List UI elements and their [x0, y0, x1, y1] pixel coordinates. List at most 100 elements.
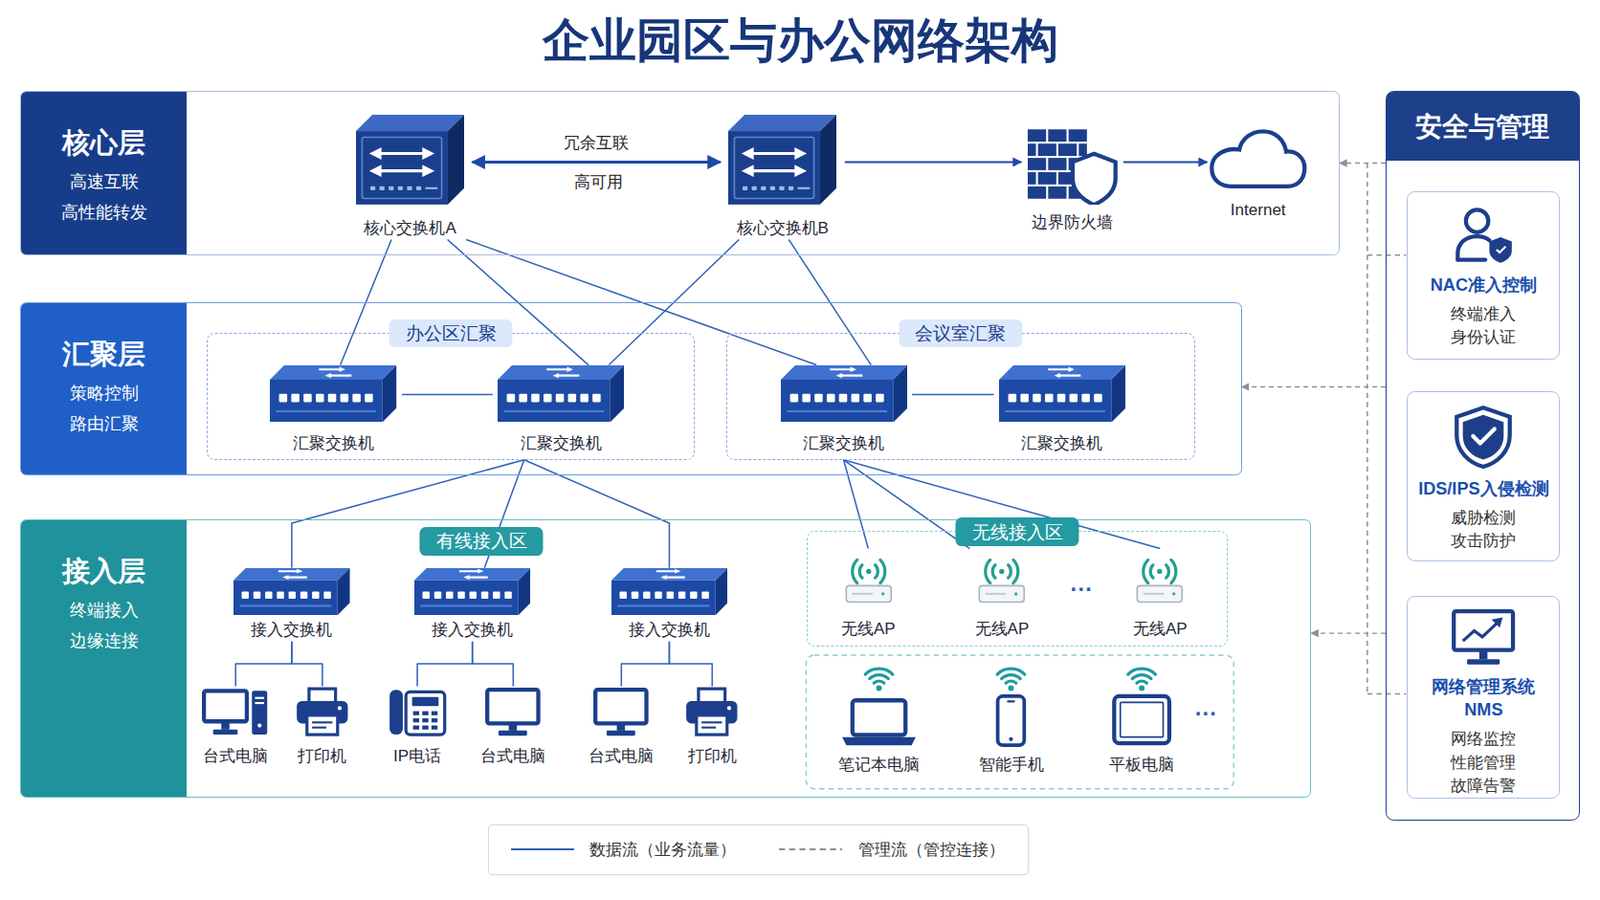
graphic-part — [829, 369, 863, 376]
graphic-part — [488, 689, 539, 724]
graphic-part — [509, 724, 518, 731]
graphic-part — [674, 569, 681, 575]
group-box: 无线接入区无线AP无线AP无线AP — [806, 531, 1227, 646]
graphic-part — [851, 559, 857, 583]
device-node: 接入交换机 — [412, 568, 534, 643]
graphic-part — [727, 706, 732, 711]
graphic-part — [369, 148, 382, 161]
device-label: 台式电脑 — [480, 745, 546, 768]
printer-icon — [684, 687, 740, 738]
graphic-part — [1081, 393, 1090, 402]
device-label: 无线AP — [1133, 618, 1188, 641]
card-body: 威胁检测 攻击防护 — [1444, 507, 1524, 555]
graphic-part — [315, 393, 325, 402]
graphic-part — [873, 681, 885, 684]
graphic-part — [296, 569, 303, 575]
graphic-part — [656, 571, 686, 578]
device-node: 笔记本电脑 — [835, 666, 923, 777]
graphic-part — [1463, 415, 1505, 461]
acc-icon — [233, 568, 351, 616]
graphic-part — [1171, 559, 1177, 583]
graphic-part — [1136, 681, 1148, 684]
graphic-part — [999, 568, 1004, 574]
graphic-part — [779, 186, 785, 191]
graphic-part — [325, 373, 332, 378]
graphic-part — [654, 591, 662, 599]
graphic-part — [1172, 592, 1176, 596]
graphic-part — [845, 585, 891, 602]
card-body: 终端准入 身份认证 — [1444, 303, 1524, 351]
graphic-part — [413, 725, 420, 730]
graphic-part — [1047, 369, 1081, 376]
graphic-part — [434, 591, 442, 599]
ap-icon — [1116, 549, 1203, 607]
graphic-part — [1458, 258, 1487, 263]
function-card: NAC准入控制终端准入 身份认证 — [1406, 191, 1560, 360]
core-icon — [728, 114, 837, 205]
cloud-icon — [1207, 127, 1309, 191]
graphic-part — [866, 568, 871, 574]
device-label: 汇聚交换机 — [802, 432, 885, 455]
management-connector — [1242, 386, 1386, 388]
graphic-part — [459, 571, 489, 578]
graphic-part — [851, 700, 905, 735]
graphic-part — [596, 689, 647, 724]
data-connector — [524, 460, 670, 569]
graphic-part — [611, 580, 716, 616]
graphic-part — [553, 373, 559, 378]
graphic-part — [497, 365, 624, 380]
graphic-part — [255, 702, 266, 705]
graphic-part — [849, 366, 856, 372]
graphic-part — [311, 726, 327, 729]
device-label: 核心交换机A — [363, 217, 456, 240]
graphic-part — [851, 592, 872, 595]
phone-icon — [387, 687, 447, 738]
graphic-part — [1138, 686, 1145, 692]
graphic-part — [251, 690, 267, 735]
graphic-part — [1143, 559, 1149, 583]
graphic-part — [288, 591, 296, 599]
zone-label-pill: 有线接入区 — [420, 527, 544, 556]
graphic-part — [714, 568, 728, 616]
device-label: 无线AP — [975, 618, 1030, 641]
data-connector — [844, 460, 869, 550]
graphic-part — [617, 724, 626, 731]
graphic-part — [353, 393, 362, 402]
graphic-part — [580, 393, 590, 402]
mon-icon — [592, 687, 650, 738]
device-node: 核心交换机B — [720, 114, 845, 240]
device-zone-outline — [805, 655, 1234, 790]
graphic-part — [1143, 592, 1164, 595]
device-node: 无线AP — [1113, 549, 1206, 642]
device-label: 接入交换机 — [250, 619, 333, 642]
graphic-part — [879, 559, 885, 583]
graphic-part — [1151, 564, 1155, 578]
device-label: 笔记本电脑 — [838, 754, 920, 777]
laptop-icon — [840, 666, 918, 748]
graphic-part — [477, 569, 484, 575]
device-node: 汇聚交换机 — [265, 365, 402, 456]
device-label: 台式电脑 — [202, 745, 268, 768]
graphic-part — [1014, 592, 1018, 596]
device-node: 台式电脑 — [200, 687, 272, 769]
layer-subtitle: 终端接入 边缘连接 — [55, 596, 154, 658]
edge-label: 冗余互联 — [559, 132, 633, 155]
graphic-part — [431, 725, 438, 730]
graphic-part — [420, 604, 512, 607]
graphic-part — [1027, 143, 1037, 156]
graphic-part — [1137, 585, 1183, 602]
graphic-part — [221, 722, 230, 730]
graphic-part — [422, 148, 435, 161]
graphic-part — [431, 718, 438, 723]
more-dots: ··· — [1195, 701, 1218, 728]
graphic-part — [337, 706, 342, 711]
graphic-part — [742, 186, 748, 191]
graphic-part — [242, 591, 249, 599]
graphic-part — [728, 114, 837, 132]
more-dots: ··· — [1070, 577, 1093, 603]
legend-box: 数据流（业务流量）管理流（管控连接） — [488, 824, 1029, 876]
graphic-part — [1006, 700, 1016, 703]
group-heading-pill: 办公区汇聚 — [389, 319, 513, 349]
desk-icon — [201, 687, 269, 738]
graphic-part — [1128, 668, 1156, 675]
